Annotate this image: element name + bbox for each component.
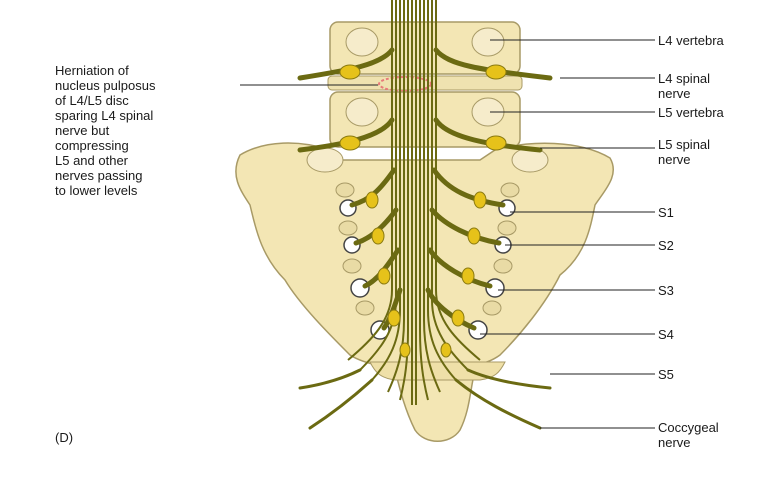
label-s5: S5 bbox=[658, 367, 674, 382]
label-s4: S4 bbox=[658, 327, 674, 342]
label-l4-spinal-nerve: L4 spinal nerve bbox=[658, 71, 710, 101]
herniation-annotation: Herniation of nucleus pulposus of L4/L5 … bbox=[55, 63, 155, 198]
label-l5-spinal-nerve: L5 spinal nerve bbox=[658, 137, 710, 167]
label-coccygeal-nerve: Coccygeal nerve bbox=[658, 420, 719, 450]
label-s3: S3 bbox=[658, 283, 674, 298]
label-l5-vertebra: L5 vertebra bbox=[658, 105, 724, 120]
panel-letter: (D) bbox=[55, 430, 73, 445]
label-s2: S2 bbox=[658, 238, 674, 253]
label-l4-vertebra: L4 vertebra bbox=[658, 33, 724, 48]
label-s1: S1 bbox=[658, 205, 674, 220]
